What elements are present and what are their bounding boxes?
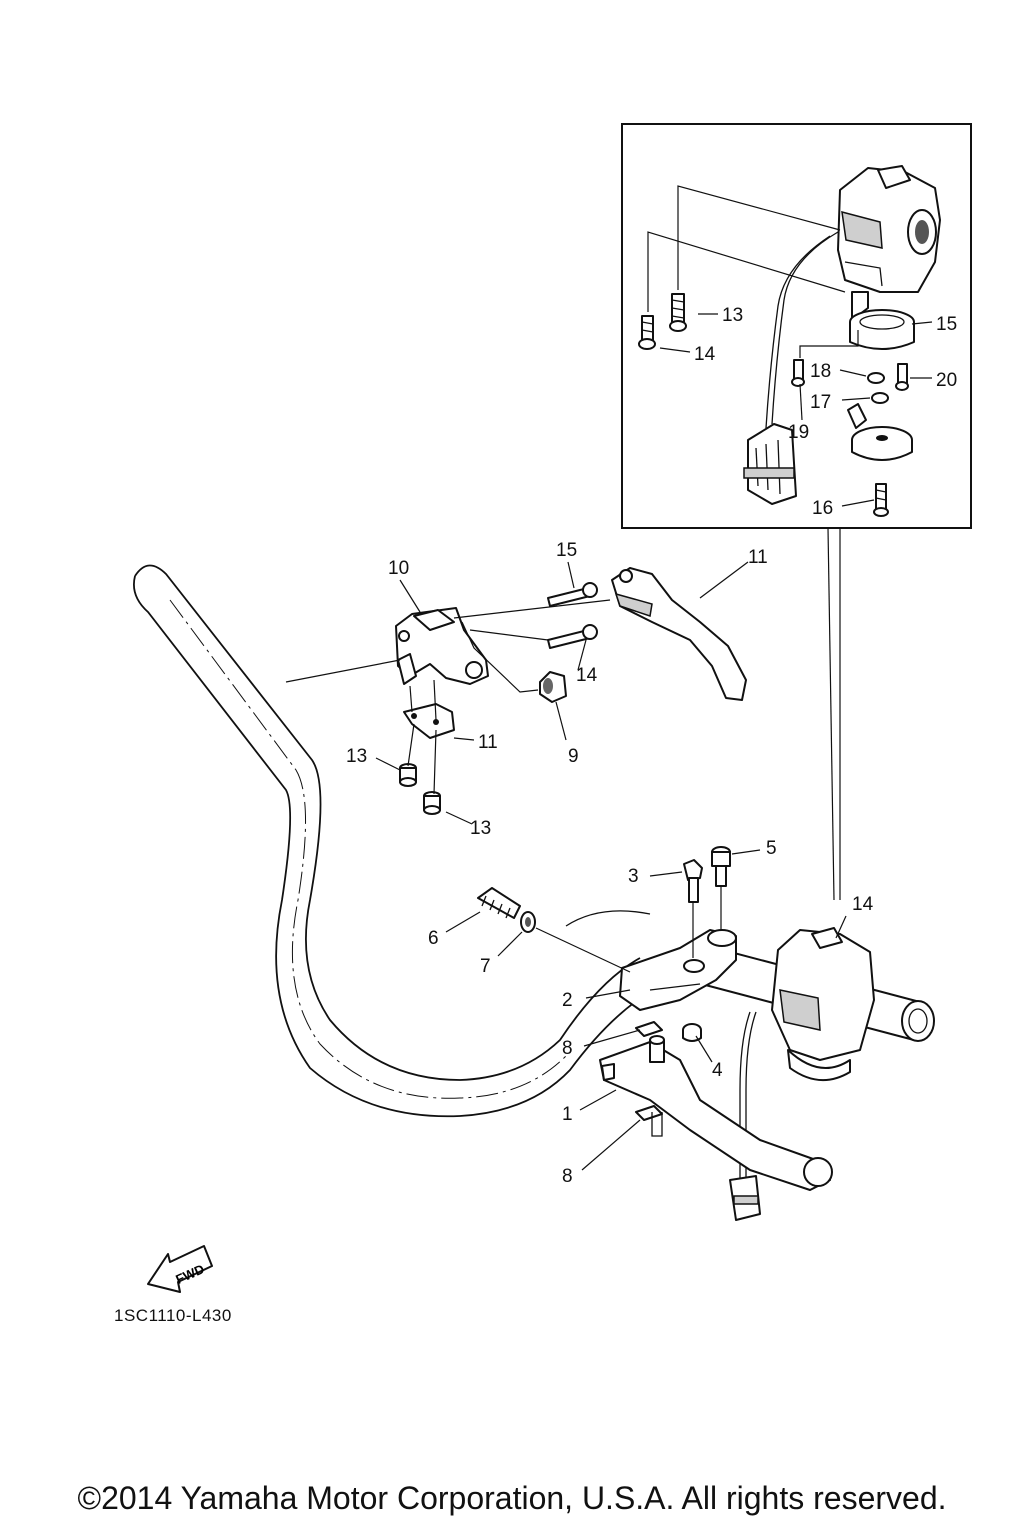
callout-20: 17 [810,392,831,413]
callout-14-upper: 15 [556,540,577,561]
upper-assembly-lines [285,599,611,795]
pivot-post [649,1035,665,1137]
bolt-14-upper [547,582,598,607]
shim-8-lower [635,1105,663,1121]
screw-13-a [399,763,417,787]
callout-12: 11 [748,547,768,568]
switch-housing-detail [837,165,941,293]
lever-12 [611,567,747,701]
callout-leaders [375,313,933,1171]
callout-13-b: 13 [470,818,491,839]
screw-22-left [791,359,805,387]
nut-4 [682,1023,702,1042]
callout-7: 7 [480,956,491,977]
callout-1: 1 [562,1104,573,1125]
cap-9 [539,671,567,703]
callout-10: 10 [388,558,409,579]
switch-cam-detail [847,403,913,461]
callout-2: 2 [562,990,573,1011]
callout-8-upper: 8 [562,1038,573,1059]
bolt-14-lower [547,624,598,649]
locknut-7 [520,911,536,933]
adjuster-axis-line [535,927,631,973]
screw-22-right [895,363,909,391]
callout-5: 5 [766,838,777,859]
ring-part-18 [849,291,915,350]
fwd-arrow-icon: FWD [147,1245,213,1293]
callout-11: 11 [478,732,498,753]
shim-8-upper [635,1021,663,1037]
detail-inset-frame [621,123,972,529]
clutch-lever-1 [599,1041,833,1191]
screw-16 [669,293,687,332]
handlebar [133,564,651,1118]
plate-11 [403,703,455,739]
washer-21 [867,372,885,384]
callout-8-lower: 8 [562,1166,573,1187]
callout-22-left: 19 [788,422,809,443]
callout-19: 16 [812,498,833,519]
bolt-5 [711,846,731,930]
drawing-code: 1SC1110-L430 [114,1306,232,1325]
callout-4: 4 [712,1060,723,1081]
bolt-3 [683,859,703,958]
copyright-notice: ©2014 Yamaha Motor Corporation, U.S.A. A… [77,1480,947,1516]
wire-harness-connector [743,231,839,505]
callout-3: 3 [628,866,639,887]
inset-leader-lines [647,185,859,901]
callout-17: 14 [694,344,716,365]
screw-19 [873,483,889,517]
adjuster-6 [477,887,521,919]
washer-20 [871,392,889,404]
callout-9: 9 [568,746,579,767]
callout-18: 15 [936,314,957,335]
callout-16: 13 [722,305,743,326]
callout-14-lower: 14 [576,665,598,686]
callout-15: 14 [852,894,874,915]
handlebar-switch-assembly [729,927,875,1221]
lever-bracket-2 [619,929,737,1011]
parking-bracket-10 [395,607,489,685]
callout-21: 18 [810,361,831,382]
callout-22-right: 20 [936,370,957,391]
screw-17 [638,315,656,350]
screw-13-b [423,791,441,815]
callout-6: 6 [428,928,439,949]
callout-13-a: 13 [346,746,367,767]
